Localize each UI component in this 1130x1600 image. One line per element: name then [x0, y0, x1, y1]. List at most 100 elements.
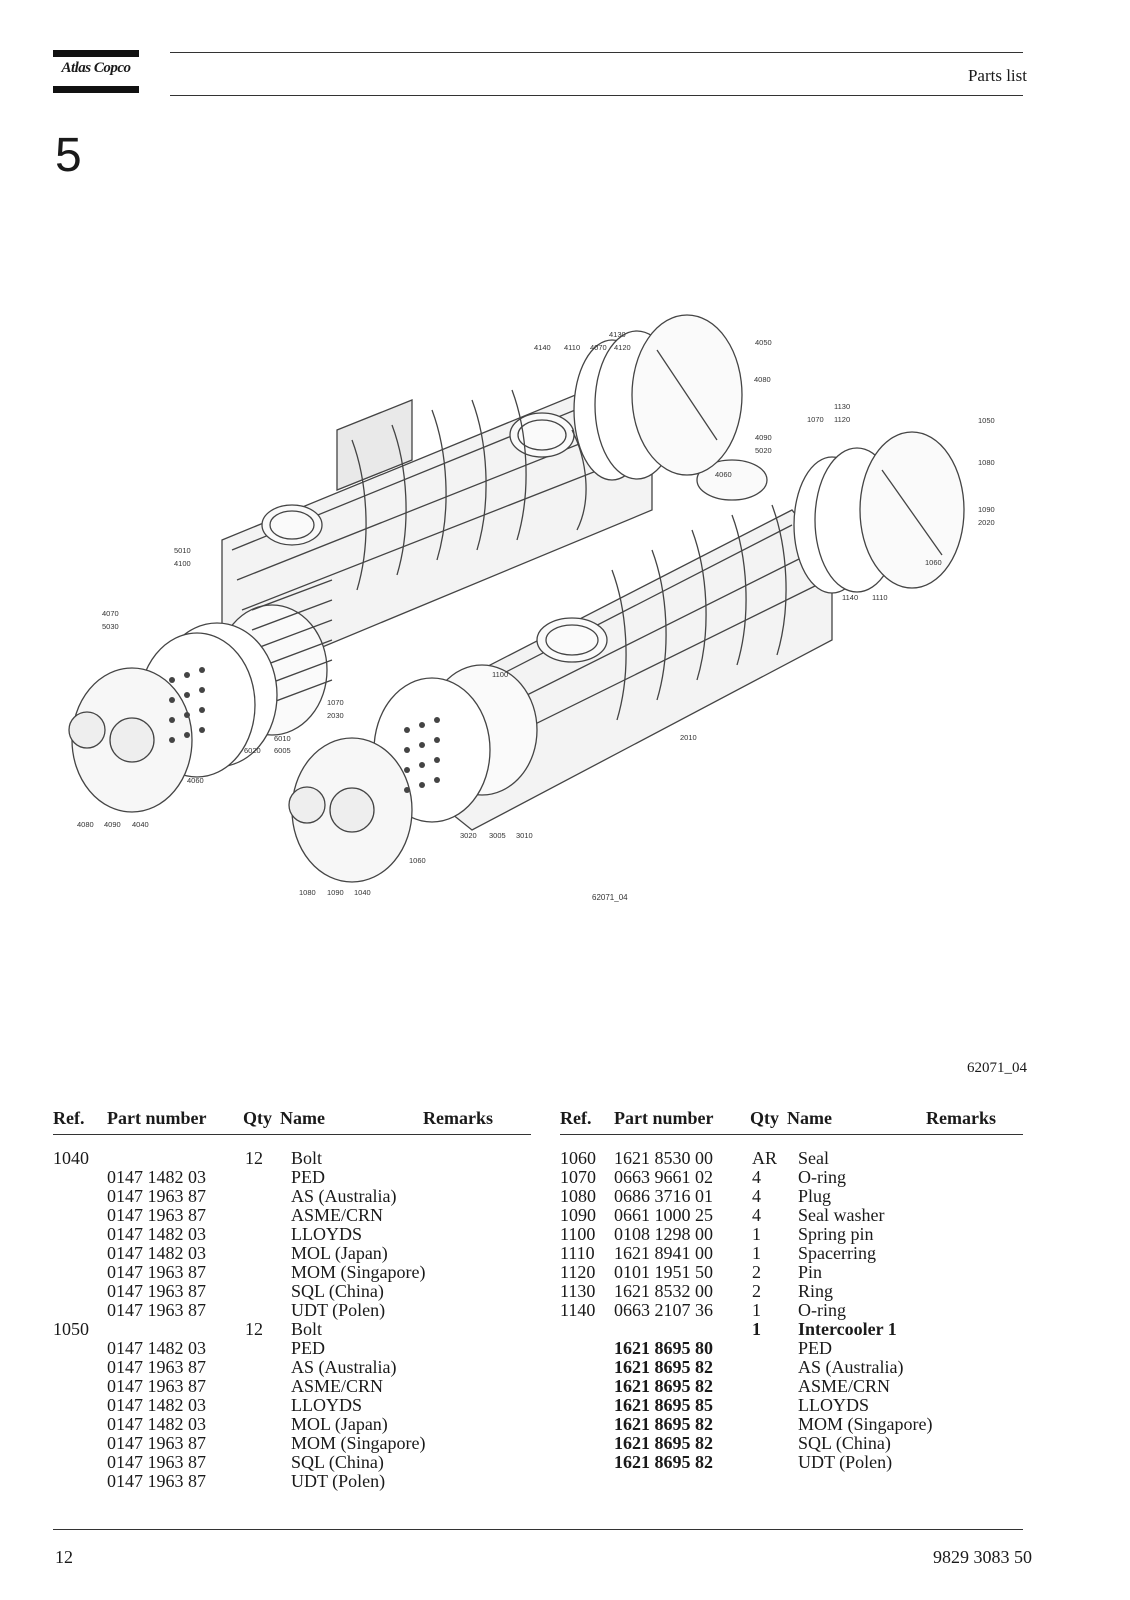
callout-1100: 1100 — [492, 670, 508, 679]
part-number-cell: 1621 8695 82 — [614, 1414, 713, 1434]
name-cell: Spring pin — [798, 1224, 874, 1244]
callout-1090: 1090 — [978, 505, 995, 514]
name-cell: Seal washer — [798, 1205, 885, 1225]
name-cell: O-ring — [798, 1300, 846, 1320]
part-number-cell: 1621 8941 00 — [614, 1243, 713, 1263]
part-number-cell: 0147 1482 03 — [107, 1338, 206, 1358]
name-cell: AS (Australia) — [291, 1186, 397, 1206]
header-rule-top — [170, 52, 1023, 53]
upper-cooler-housing — [221, 379, 653, 671]
header-remarks: Remarks — [423, 1108, 493, 1128]
header-ref: Ref. — [53, 1108, 85, 1128]
header-rule-bottom — [170, 95, 1023, 96]
callout-4080: 4080 — [77, 820, 94, 829]
callout-4100: 4100 — [174, 559, 191, 568]
part-number-cell: 0147 1963 87 — [107, 1471, 206, 1491]
callout-1070: 1070 — [327, 698, 344, 707]
part-number-cell: 1621 8695 82 — [614, 1452, 713, 1472]
callout-4040: 4040 — [132, 820, 149, 829]
section-number: 5 — [55, 129, 82, 182]
part-number-cell: 0663 9661 02 — [614, 1167, 713, 1187]
callout-2020: 2020 — [978, 518, 995, 527]
table-row: 0147 1963 87 UDT (Polen) — [53, 1472, 531, 1491]
header-part-number: Part number — [614, 1108, 714, 1128]
ref-cell: 1060 — [560, 1148, 596, 1168]
name-cell: MOM (Singapore) — [291, 1262, 426, 1282]
qty-cell: AR — [752, 1148, 778, 1168]
callout-1050: 1050 — [978, 416, 995, 425]
logo-bar-bottom — [53, 86, 139, 93]
part-number-cell: 0147 1482 03 — [107, 1243, 206, 1263]
name-cell: AS (Australia) — [291, 1357, 397, 1377]
name-cell: Bolt — [291, 1319, 323, 1339]
part-number-cell: 0147 1963 87 — [107, 1357, 206, 1377]
name-cell: Pin — [798, 1262, 823, 1282]
tube-sheet-holes — [169, 667, 440, 793]
qty-cell: 12 — [245, 1319, 263, 1339]
name-cell: ASME/CRN — [291, 1205, 384, 1225]
footer-rule — [53, 1529, 1023, 1530]
callout-4050: 4050 — [755, 338, 772, 347]
name-cell: Plug — [798, 1186, 832, 1206]
name-cell: UDT (Polen) — [798, 1452, 893, 1472]
callout-1140: 1140 — [842, 593, 858, 602]
callout-5020: 5020 — [755, 446, 772, 455]
lower-end-cover — [288, 737, 413, 883]
name-cell: ASME/CRN — [798, 1376, 891, 1396]
header-remarks: Remarks — [926, 1108, 996, 1128]
header-name: Name — [787, 1108, 832, 1128]
part-number-cell: 0686 3716 01 — [614, 1186, 713, 1206]
part-number-cell: 1621 8530 00 — [614, 1148, 713, 1168]
ref-cell: 1080 — [560, 1186, 596, 1206]
callout-6020: 6020 — [244, 746, 261, 755]
callout-1090: 1090 — [327, 888, 344, 897]
part-number-cell: 0147 1963 87 — [107, 1281, 206, 1301]
header-ref: Ref. — [560, 1108, 592, 1128]
document-number: 9829 3083 50 — [933, 1547, 1032, 1567]
callout-6005: 6005 — [274, 746, 291, 755]
qty-cell: 4 — [752, 1167, 761, 1187]
name-cell: MOL (Japan) — [291, 1414, 388, 1434]
callout-1120: 1120 — [834, 415, 850, 424]
name-cell: UDT (Polen) — [291, 1471, 386, 1491]
ref-cell: 1070 — [560, 1167, 596, 1187]
callout-1060: 1060 — [409, 856, 426, 865]
name-cell: LLOYDS — [798, 1395, 869, 1415]
callout-3010: 3010 — [516, 831, 533, 840]
table-row: 1621 8695 82 UDT (Polen) — [560, 1453, 1023, 1472]
atlas-copco-logo: Atlas Copco — [53, 50, 139, 94]
table-header: Ref. Part number Qty Name Remarks — [560, 1108, 1023, 1135]
ref-cell: 1050 — [53, 1319, 89, 1339]
header-part-number: Part number — [107, 1108, 207, 1128]
upper-end-cover — [68, 667, 193, 813]
callout-3005: 3005 — [489, 831, 506, 840]
qty-cell: 4 — [752, 1205, 761, 1225]
qty-cell: 12 — [245, 1148, 263, 1168]
callout-3020: 3020 — [460, 831, 477, 840]
callout-4140: 4140 — [534, 343, 551, 352]
qty-cell: 1 — [752, 1224, 761, 1244]
callout-4070: 4070 — [102, 609, 119, 618]
name-cell: Intercooler 1 — [798, 1319, 897, 1339]
ref-cell: 1090 — [560, 1205, 596, 1225]
name-cell: MOM (Singapore) — [291, 1433, 426, 1453]
name-cell: Spacerring — [798, 1243, 876, 1263]
